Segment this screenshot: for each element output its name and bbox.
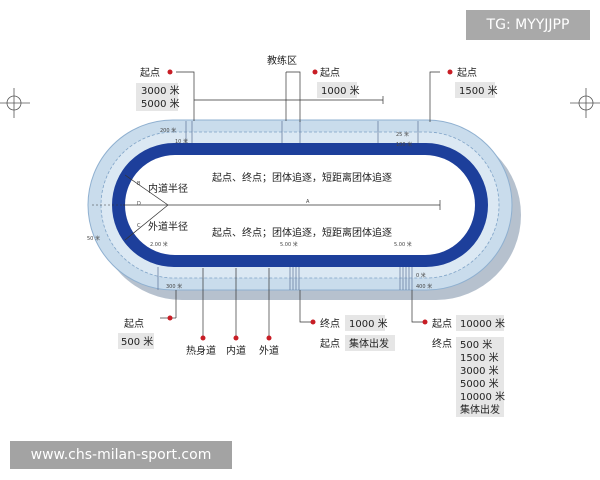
finish-distance-item: 集体出发 (460, 403, 500, 416)
top-right-distance: 1500 米 (459, 84, 498, 97)
lane-ticks (157, 121, 419, 290)
telegram-watermark: TG: MYYJJPP (466, 10, 590, 40)
top-left-distance-1: 3000 米 (141, 84, 180, 97)
bottom-right-distance-box (456, 315, 504, 331)
top-mid-distance-box (317, 82, 357, 98)
top-right-distance-box (455, 82, 495, 98)
mass-start-start-label: 起点 (320, 338, 340, 350)
point-d: D (137, 201, 141, 207)
top-left-distance-box (136, 83, 178, 111)
finish-distance-list-box (456, 337, 504, 417)
finish-distance-item: 1500 米 (460, 351, 499, 364)
finish-label: 终点 (320, 317, 340, 330)
top-right-start-label: 起点 (457, 67, 477, 79)
marker-5m-b: 5.00 米 (394, 241, 412, 248)
inner-lane-label: 内道 (226, 344, 246, 357)
bottom-right-finish-label: 终点 (432, 337, 452, 350)
finish-distance-item: 5000 米 (460, 377, 499, 390)
left-registration-mark (0, 88, 30, 118)
marker-400m: 400 米 (416, 283, 432, 290)
finish-distance: 1000 米 (349, 317, 388, 330)
top-left-distance-2: 5000 米 (141, 97, 180, 110)
bottom-right-distance: 10000 米 (460, 317, 505, 330)
finish-distance-box (345, 315, 385, 331)
marker-100m: 100 米 (396, 141, 412, 148)
marker-5m-a: 5.00 米 (280, 241, 298, 248)
outer-lane-label: 外道 (259, 344, 279, 357)
top-mid-start-label: 起点 (320, 67, 340, 79)
inner-radius-label: 内道半径 (148, 182, 188, 195)
right-registration-mark (570, 88, 600, 118)
outer-radius-label: 外道半径 (148, 220, 188, 233)
coach-zone-label: 教练区 (267, 54, 297, 67)
top-left-start-label: 起点 (140, 67, 160, 79)
marker-10m: 10 米 (175, 138, 188, 145)
finish-distance-item: 500 米 (460, 338, 492, 351)
bottom-right-start-label: 起点 (432, 318, 452, 330)
finish-distance-item: 10000 米 (460, 390, 505, 403)
bottom-left-distance: 500 米 (121, 335, 153, 348)
point-c: C (137, 223, 141, 229)
marker-2m: 2.00 米 (150, 241, 168, 248)
finish-distance-item: 3000 米 (460, 364, 499, 377)
marker-50m: 50 米 (87, 235, 100, 242)
top-mid-distance: 1000 米 (321, 84, 360, 97)
bottom-left-distance-box (118, 333, 154, 349)
events-top-label: 起点、终点；团体追逐，短距离团体追逐 (212, 171, 392, 184)
mass-start-box (345, 335, 395, 351)
track-oval: 内道半径 外道半径 起点、终点；团体追逐，短距离团体追逐 起点、终点；团体追逐，… (87, 119, 521, 300)
website-watermark: www.chs-milan-sport.com (10, 441, 232, 469)
marker-300m: 300 米 (166, 283, 182, 290)
point-a: A (306, 199, 310, 205)
point-b: B (137, 181, 141, 187)
warmup-lane-label: 热身道 (186, 344, 216, 357)
events-bottom-label: 起点、终点；团体追逐，短距离团体追逐 (212, 226, 392, 239)
mass-start-label: 集体出发 (349, 337, 389, 350)
bottom-left-start-label: 起点 (124, 318, 144, 330)
marker-200m: 200 米 (160, 127, 176, 134)
callout-dots (167, 69, 453, 341)
marker-25m: 25 米 (396, 131, 409, 138)
marker-0m: 0 米 (416, 272, 426, 279)
